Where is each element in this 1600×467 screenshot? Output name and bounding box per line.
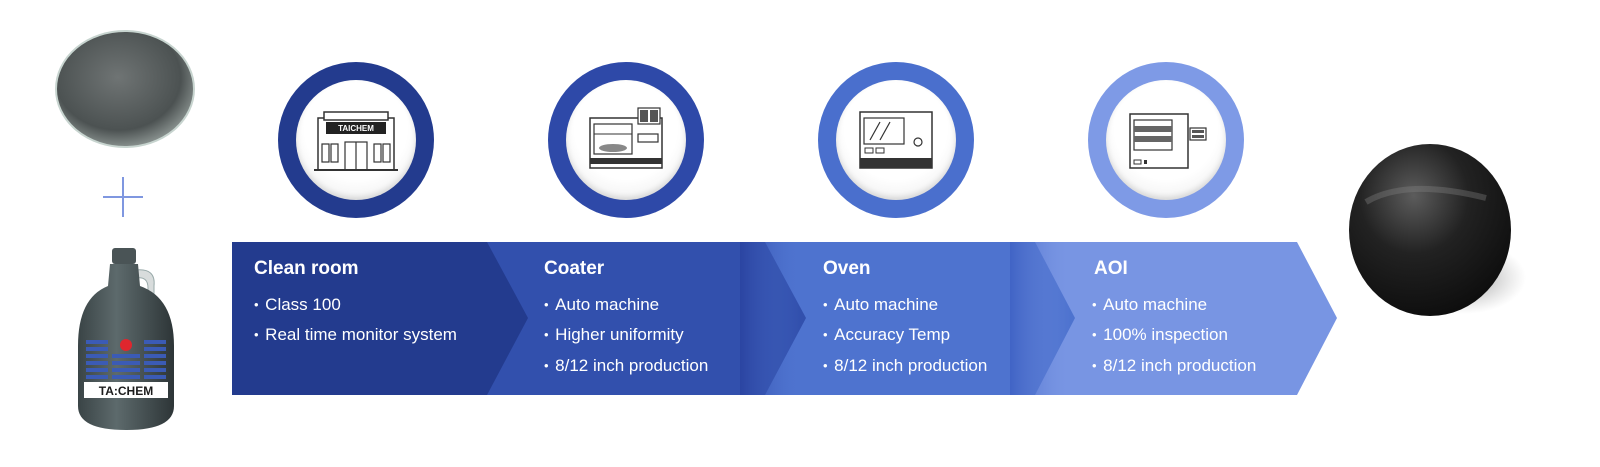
coated-wafer-image bbox=[1346, 138, 1526, 320]
list-item: Class 100 bbox=[254, 290, 457, 320]
step-bullets-coater: Auto machine Higher uniformity 8/12 inch… bbox=[544, 290, 708, 381]
list-item: 100% inspection bbox=[1092, 320, 1256, 350]
building-sign-label: TAICHEM bbox=[338, 124, 374, 133]
step-title-coater: Coater bbox=[544, 258, 605, 279]
chemical-bottle-image: TA:CHEM bbox=[74, 246, 178, 432]
coater-machine-icon bbox=[589, 107, 663, 169]
list-item: 8/12 inch production bbox=[823, 351, 987, 381]
plus-icon bbox=[102, 176, 144, 218]
aoi-machine-icon bbox=[1129, 113, 1207, 169]
list-item: Auto machine bbox=[544, 290, 708, 320]
step-bullets-clean-room: Class 100 Real time monitor system bbox=[254, 290, 457, 350]
step-bullets-oven: Auto machine Accuracy Temp 8/12 inch pro… bbox=[823, 290, 987, 381]
list-item: 8/12 inch production bbox=[544, 351, 708, 381]
list-item: Real time monitor system bbox=[254, 320, 457, 350]
bottle-brand-label: TA:CHEM bbox=[99, 384, 153, 398]
coater-circle bbox=[548, 62, 704, 218]
oven-machine-icon bbox=[859, 111, 933, 169]
raw-wafer-image bbox=[55, 30, 195, 148]
aoi-circle bbox=[1088, 62, 1244, 218]
list-item: 8/12 inch production bbox=[1092, 351, 1256, 381]
oven-circle bbox=[818, 62, 974, 218]
list-item: Auto machine bbox=[1092, 290, 1256, 320]
building-icon: TAICHEM bbox=[314, 111, 398, 171]
step-title-clean-room: Clean room bbox=[254, 258, 359, 279]
list-item: Higher uniformity bbox=[544, 320, 708, 350]
list-item: Accuracy Temp bbox=[823, 320, 987, 350]
step-title-aoi: AOI bbox=[1094, 258, 1128, 279]
list-item: Auto machine bbox=[823, 290, 987, 320]
step-bullets-aoi: Auto machine 100% inspection 8/12 inch p… bbox=[1092, 290, 1256, 381]
clean-room-circle: TAICHEM bbox=[278, 62, 434, 218]
step-title-oven: Oven bbox=[823, 258, 871, 279]
